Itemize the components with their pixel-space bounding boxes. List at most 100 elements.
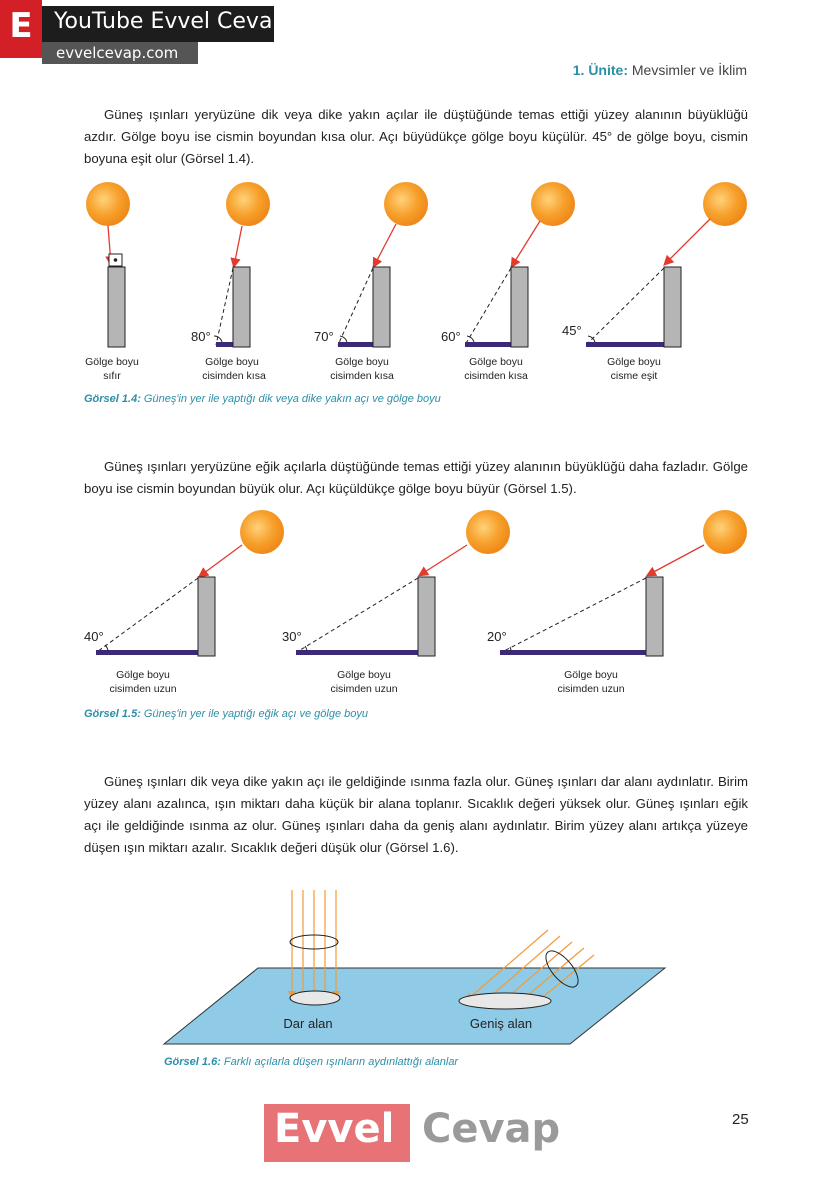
figure-1-4-item-3: 70° Gölge boyu cisimden kısa xyxy=(314,182,428,382)
sun-icon xyxy=(384,182,428,226)
wide-rays xyxy=(458,929,595,1010)
sun-icon xyxy=(226,182,270,226)
brand-letter: E xyxy=(9,6,33,46)
sun-ray xyxy=(536,954,595,1003)
figure-1-4-item-2: 80° Gölge boyu cisimden kısa xyxy=(191,182,270,382)
figure-1-4-caption-text: Güneş'in yer ile yaptığı dik veya dike y… xyxy=(143,393,441,405)
figure-1-4: Gölge boyu sıfır 80° Gölge boyu cisimden… xyxy=(85,182,747,382)
page-number: 25 xyxy=(732,1111,749,1128)
shadow-guide-line xyxy=(215,267,234,346)
shadow-label-line1: Gölge boyu xyxy=(564,669,618,681)
brand-logo-box xyxy=(0,0,42,58)
shadow-label-line1: Gölge boyu xyxy=(85,356,139,368)
paragraph-1: Güneş ışınları yeryüzüne dik veya dike y… xyxy=(84,107,748,166)
pole xyxy=(197,576,216,657)
shadow-label-line1: Gölge boyu xyxy=(469,356,523,368)
angle-label: 20° xyxy=(487,629,507,644)
sun-ray xyxy=(510,220,541,269)
label-wide-area: Geniş alan xyxy=(470,1016,532,1031)
angle-arc xyxy=(587,335,596,343)
sun-icon xyxy=(240,510,284,554)
sun-icon xyxy=(531,182,575,226)
shadow-label-line1: Gölge boyu xyxy=(607,356,661,368)
beam-cross-section xyxy=(289,934,339,950)
angle-arc xyxy=(339,335,348,343)
narrow-area-ellipse xyxy=(289,990,341,1006)
figure-1-4-caption: Görsel 1.4: Güneş'in yer ile yaptığı dik… xyxy=(84,393,441,405)
unit-label: 1. Ünite: xyxy=(572,62,628,78)
shadow-bar xyxy=(296,650,418,655)
figure-1-5-item-1: 40° Gölge boyu cisimden uzun xyxy=(84,510,284,695)
right-angle-dot xyxy=(113,258,118,262)
shadow-guide-line xyxy=(296,577,419,653)
brand-title: YouTube Evvel Cevap xyxy=(54,9,287,34)
angle-label: 80° xyxy=(191,329,211,344)
pole xyxy=(417,576,436,657)
angle-arc xyxy=(304,645,308,652)
unit-header: 1. Ünite: Mevsimler ve İklim xyxy=(573,62,747,78)
shadow-label-line1: Gölge boyu xyxy=(116,669,170,681)
figure-1-5-caption-text: Güneş'in yer ile yaptığı eğik açı ve göl… xyxy=(143,708,368,720)
figure-1-6-caption-label: Görsel 1.6: xyxy=(164,1056,221,1068)
figure-1-4-caption-label: Görsel 1.4: xyxy=(84,393,141,405)
shadow-label-line2: cisimden kısa xyxy=(202,370,266,382)
shadow-guide-line xyxy=(96,577,199,653)
angle-label: 40° xyxy=(84,629,104,644)
figure-1-4-item-1: Gölge boyu sıfır xyxy=(85,182,139,382)
shadow-guide-line xyxy=(464,267,512,346)
footer-logo-red-box xyxy=(264,1104,410,1162)
angle-arc xyxy=(509,646,512,652)
sun-ray xyxy=(197,544,243,578)
sun-ray xyxy=(230,225,243,269)
angle-arc xyxy=(104,644,109,652)
footer-logo: Evvel Cevap xyxy=(264,1104,564,1178)
sun-ray xyxy=(645,544,705,577)
brand-title-strip xyxy=(42,6,274,42)
label-narrow-area: Dar alan xyxy=(283,1016,332,1031)
figure-1-5-item-3: 20° Gölge boyu cisimden uzun xyxy=(487,510,747,695)
shadow-label-line2: cisimden uzun xyxy=(330,683,397,695)
ground-plane xyxy=(162,967,667,1045)
shadow-bar xyxy=(216,342,233,347)
shadow-guide-line xyxy=(337,267,374,346)
sun-ray xyxy=(663,218,711,266)
sun-ray xyxy=(500,941,573,1004)
angle-label: 60° xyxy=(441,329,461,344)
brand-url-strip xyxy=(42,42,198,64)
angle-label: 70° xyxy=(314,329,334,344)
shadow-bar xyxy=(586,342,664,347)
figure-1-4-item-5: 45° Gölge boyu cisme eşit xyxy=(562,182,747,382)
shadow-label-line2: sıfır xyxy=(103,370,121,382)
pole xyxy=(232,266,251,348)
footer-logo-red-text: Evvel xyxy=(274,1106,395,1152)
figure-1-5: 40° Gölge boyu cisimden uzun 30° Gölge b… xyxy=(84,510,747,695)
sun-icon xyxy=(86,182,130,226)
sun-ray xyxy=(465,929,549,1002)
figure-1-6-caption: Görsel 1.6: Farklı açılarla düşen ışınla… xyxy=(164,1056,458,1068)
shadow-bar xyxy=(96,650,198,655)
shadow-label-line1: Gölge boyu xyxy=(205,356,259,368)
angle-label: 45° xyxy=(562,323,582,338)
brand-url: evvelcevap.com xyxy=(56,44,179,62)
sun-icon xyxy=(703,182,747,226)
sun-icon xyxy=(703,510,747,554)
wide-area-ellipse xyxy=(458,992,552,1010)
pole xyxy=(510,266,529,348)
beam-cross-section xyxy=(545,950,579,988)
sun-ray xyxy=(518,947,585,1004)
angle-arc xyxy=(213,335,223,343)
pole xyxy=(107,266,126,348)
shadow-label-line1: Gölge boyu xyxy=(335,356,389,368)
shadow-guide-line xyxy=(501,577,647,653)
shadow-label-line2: cisme eşit xyxy=(611,370,658,382)
pole xyxy=(663,266,682,348)
shadow-bar xyxy=(500,650,646,655)
figure-1-4-item-4: 60° Gölge boyu cisimden kısa xyxy=(441,182,575,382)
shadow-label-line2: cisimden uzun xyxy=(557,683,624,695)
paragraph-3: Güneş ışınları dik veya dike yakın açı i… xyxy=(84,774,748,855)
shadow-bar xyxy=(465,342,511,347)
figure-1-6: Dar alan Geniş alan xyxy=(162,890,667,1045)
pole xyxy=(645,576,664,657)
figure-1-5-item-2: 30° Gölge boyu cisimden uzun xyxy=(282,510,510,695)
footer-logo-grey-text: Cevap xyxy=(422,1106,561,1152)
